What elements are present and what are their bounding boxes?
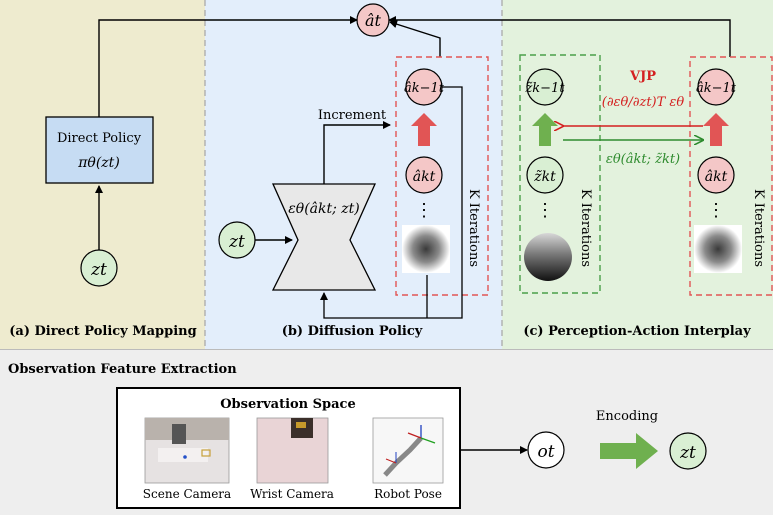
panel-b-noise-image [402, 225, 450, 273]
latent-node [669, 432, 707, 470]
panel-b-top-node-label: âk−1t [404, 81, 445, 96]
panel-c-right-box [689, 56, 773, 296]
panel-c-left-bottom-label: z̃kt [533, 169, 556, 185]
robot-pose-caption: Robot Pose [374, 487, 442, 501]
latent-node-label: zt [679, 443, 696, 463]
wrist-camera-caption: Wrist Camera [250, 487, 334, 501]
panel-c-left-dots: ⋮ [536, 200, 554, 221]
panel-c-green-up-arrow [532, 113, 558, 146]
panel-c-noise-sphere [524, 233, 572, 281]
arrow-c-to-output [388, 16, 731, 57]
panel-b-bottom-node-label: âkt [413, 169, 436, 185]
panel-b-bg [205, 0, 502, 349]
panel-c-left-bottom-node [526, 156, 564, 194]
arrow-b-to-output [389, 20, 441, 57]
panel-a-input-label: zt [90, 260, 107, 280]
panel-c-right-top-label: âk−1t [696, 81, 737, 96]
panel-c-red-up-arrow [703, 113, 729, 146]
panel-c-label: (c) Perception-Action Interplay [523, 324, 751, 339]
scene-camera-image [144, 417, 230, 484]
encoding-label: Encoding [596, 409, 658, 424]
panel-b-iteration-box [395, 56, 489, 296]
green-formula: εθ(âkt; z̃kt) [606, 152, 680, 167]
increment-label: Increment [318, 108, 387, 123]
wrist-camera-image [256, 417, 329, 484]
panel-b-iterations-label: K Iterations [466, 189, 481, 267]
panel-c-left-top-node [526, 68, 564, 106]
denoiser-to-increment [323, 121, 391, 184]
panel-b-loop-outer [320, 86, 463, 319]
arrow-a-to-output [98, 16, 358, 117]
panel-c-right-bottom-node [697, 156, 735, 194]
robot-pose-image [372, 417, 444, 484]
vjp-formula: (∂εθ/∂zt)T εθ [602, 95, 685, 110]
observation-space-title: Observation Space [220, 397, 356, 412]
panel-b-input-label: zt [228, 232, 245, 252]
panel-c-right-bottom-label: âkt [705, 169, 728, 185]
panel-b-bottom-node [405, 156, 443, 194]
panel-c-left-iterations: K Iterations [578, 189, 593, 267]
panel-c-left-box [519, 54, 601, 294]
denoiser-hourglass [271, 183, 377, 291]
observation-node [527, 431, 565, 469]
panel-c-right-dots: ⋮ [707, 200, 725, 221]
observation-node-label: ot [537, 442, 554, 462]
panel-c-right-iterations: K Iterations [751, 189, 766, 267]
panel-b-label: (b) Diffusion Policy [282, 324, 423, 339]
direct-policy-title: Direct Policy [57, 131, 142, 146]
direct-policy-box [45, 116, 154, 184]
panel-a-label: (a) Direct Policy Mapping [9, 324, 196, 339]
denoiser-formula: εθ(âkt; zt) [288, 201, 360, 217]
panel-b-red-up-arrow [411, 113, 437, 146]
panel-a-input-node [80, 249, 118, 287]
output-node-label: ât [365, 11, 382, 30]
panel-c-noise-image [694, 225, 742, 273]
scene-camera-caption: Scene Camera [143, 487, 231, 501]
panel-b-dots: ⋮ [415, 200, 433, 221]
vjp-label: VJP [629, 69, 656, 84]
encoding-arrow [600, 433, 658, 469]
direct-policy-formula: πθ(zt) [77, 155, 120, 171]
observation-section-title: Observation Feature Extraction [8, 362, 237, 377]
panel-c-left-top-label: z̃k−1t [524, 81, 565, 96]
panel-c-right-top-node [697, 68, 735, 106]
